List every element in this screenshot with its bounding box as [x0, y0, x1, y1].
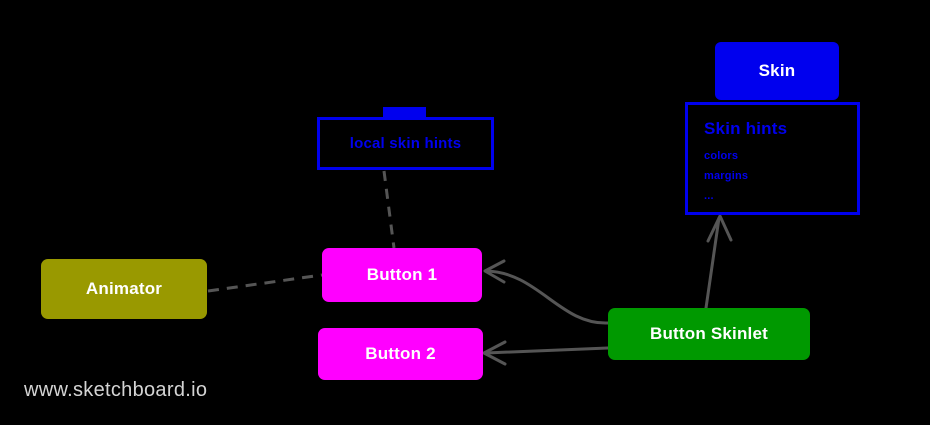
node-skin-hints-attr-ellipsis: ... [704, 190, 714, 203]
node-skin-hints-attr-colors: colors [704, 149, 739, 162]
edge-localhints-to-button1 [382, 170, 396, 249]
edge-skinlet-to-skinhints-arrowhead [706, 214, 733, 243]
node-button-2-label: Button 2 [365, 344, 436, 363]
edge-skinlet-to-button2 [484, 346, 610, 355]
node-skin-hints-attr-margins: margins [704, 169, 749, 182]
node-animator[interactable]: Animator [41, 259, 207, 319]
node-skin-hints[interactable]: Skin hints colors margins ... [685, 102, 860, 215]
node-local-skin-hints-label: local skin hints [349, 135, 462, 152]
node-button-2[interactable]: Button 2 [318, 328, 483, 380]
edge-skinlet-to-button2-arrowhead [482, 340, 507, 366]
node-skin-label: Skin [758, 61, 796, 80]
node-local-skin-hints[interactable]: local skin hints [317, 117, 494, 170]
node-button-skinlet-label: Button Skinlet [649, 324, 768, 343]
node-skin-hints-title: Skin hints [704, 119, 788, 138]
node-button-skinlet[interactable]: Button Skinlet [608, 308, 810, 360]
node-button-1[interactable]: Button 1 [322, 248, 482, 302]
node-animator-label: Animator [85, 279, 163, 298]
node-skin[interactable]: Skin [715, 42, 839, 100]
node-button-1-label: Button 1 [366, 265, 438, 284]
edge-skinlet-to-button1-arrowhead [483, 259, 506, 284]
edge-skinlet-to-button1 [484, 269, 610, 325]
local-skin-hints-tab [383, 107, 426, 118]
edge-skinlet-to-skinhints [704, 216, 721, 310]
edge-animator-to-button1 [207, 273, 323, 293]
sketchboard-watermark: www.sketchboard.io [24, 379, 208, 401]
